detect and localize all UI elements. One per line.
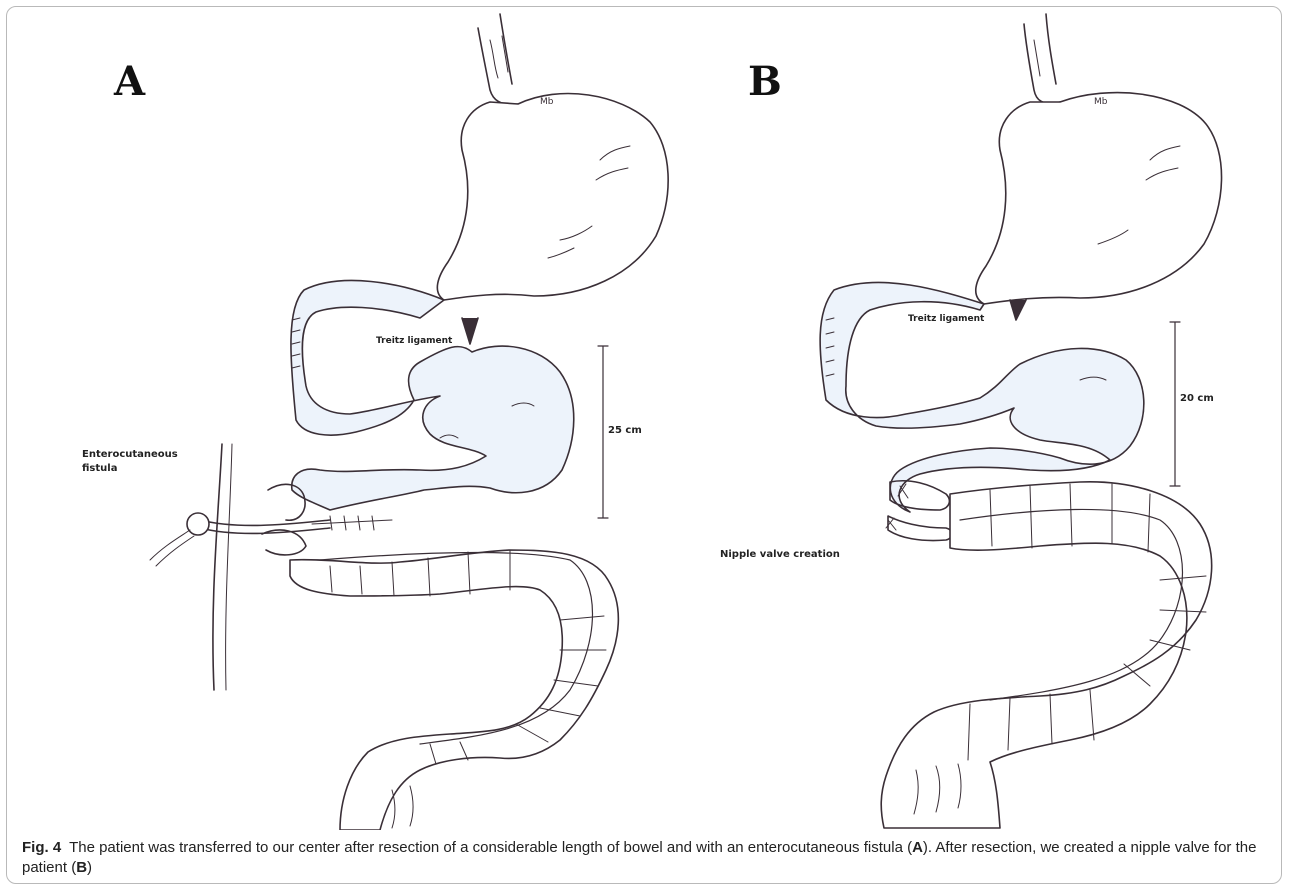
- length-label-b: 20 cm: [1180, 392, 1214, 406]
- treitz-label-b: Treitz ligament: [908, 312, 984, 326]
- panel-b-illustration: Mb: [820, 14, 1221, 828]
- esophagus-b: [1024, 24, 1060, 103]
- measure-bar-b: [1170, 322, 1180, 486]
- caption-text-3: ): [87, 859, 92, 876]
- caption-ref-a: A: [912, 839, 923, 856]
- fistula-label-line1: Enterocutaneous: [82, 448, 178, 462]
- figure-number: Fig. 4: [22, 839, 61, 856]
- caption-ref-b: B: [76, 859, 87, 876]
- esophagus-a: [478, 28, 518, 104]
- measure-bar-a: [598, 346, 608, 518]
- length-label-a: 25 cm: [608, 424, 642, 438]
- treitz-label-a: Treitz ligament: [376, 334, 452, 348]
- esophagus-a-right: [500, 14, 512, 84]
- treitz-ligament-b: [1010, 300, 1026, 320]
- panel-a-illustration: Mb: [150, 14, 668, 830]
- treitz-ligament-a: [462, 318, 478, 344]
- fistula-opening-a: [187, 513, 209, 535]
- signature-b: Mb: [1094, 97, 1108, 107]
- figure-caption: Fig. 4 The patient was transferred to ou…: [22, 838, 1262, 878]
- abdominal-wall-a: [213, 444, 222, 690]
- signature-a: Mb: [540, 97, 554, 107]
- colon-b: [881, 482, 1211, 828]
- anatomy-drawing: Mb: [0, 0, 1290, 830]
- caption-text-1: The patient was transferred to our cente…: [69, 839, 912, 856]
- duodenal-loop-a: [291, 281, 574, 510]
- colon-a: [290, 550, 618, 830]
- stomach-b: [976, 93, 1222, 304]
- stomach-a: [437, 94, 668, 300]
- fistula-tract-a: [200, 520, 330, 525]
- fistula-label-line2: fistula: [82, 462, 117, 476]
- nipple-valve-label: Nipple valve creation: [720, 548, 840, 562]
